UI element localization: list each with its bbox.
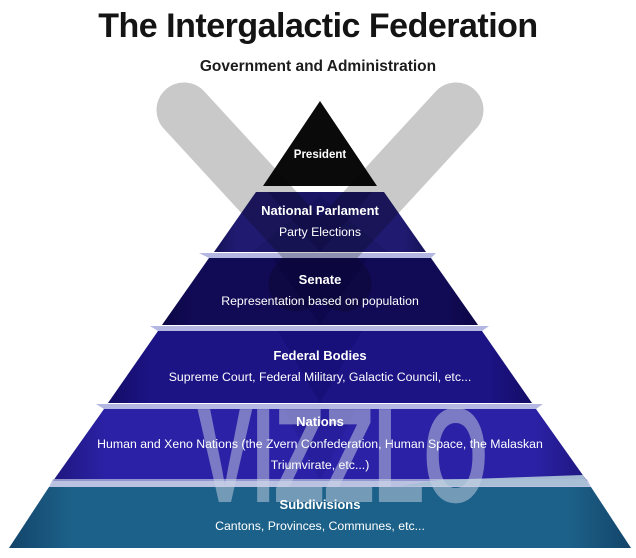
vizzlo-wordmark-watermark: VIZZLO	[197, 379, 487, 530]
chart-title: The Intergalactic Federation	[98, 7, 538, 45]
level-title: Federal Bodies	[273, 347, 367, 363]
level-description: Supreme Court, Federal Military, Galacti…	[168, 370, 472, 385]
level-description: Human and Xeno Nations (the Zvern Confed…	[97, 436, 543, 472]
level-edge-shade	[108, 331, 532, 403]
level-bevel	[96, 404, 543, 409]
pyramid-level-president	[263, 101, 377, 186]
level-title: National Parlament	[261, 202, 379, 218]
level-label-federal-bodies: Federal Bodies Supreme Court, Federal Mi…	[108, 336, 532, 400]
level-edge-shade	[9, 487, 631, 548]
level-title: Subdivisions	[279, 496, 361, 512]
level-title: Nations	[296, 414, 344, 430]
level-edge-shade	[53, 409, 587, 481]
level-title: Senate	[298, 271, 342, 287]
vizzlo-v-icon	[156, 82, 484, 312]
level-description: Party Elections	[278, 225, 361, 240]
level-label-national-parlament: National Parlament Party Elections	[190, 196, 450, 250]
level-label-senate: Senate Representation based on populatio…	[160, 262, 480, 322]
level-label-president: President	[255, 142, 385, 168]
level-bevel	[150, 326, 489, 331]
level-bevel	[400, 475, 589, 486]
level-label-subdivisions: Subdivisions Cantons, Provinces, Commune…	[70, 491, 570, 543]
level-title: President	[293, 148, 347, 161]
level-description: Representation based on population	[221, 294, 419, 309]
level-description: Cantons, Provinces, Communes, etc...	[215, 519, 425, 534]
chart-subtitle: Government and Administration	[199, 58, 437, 75]
level-label-nations: Nations Human and Xeno Nations (the Zver…	[81, 411, 559, 479]
